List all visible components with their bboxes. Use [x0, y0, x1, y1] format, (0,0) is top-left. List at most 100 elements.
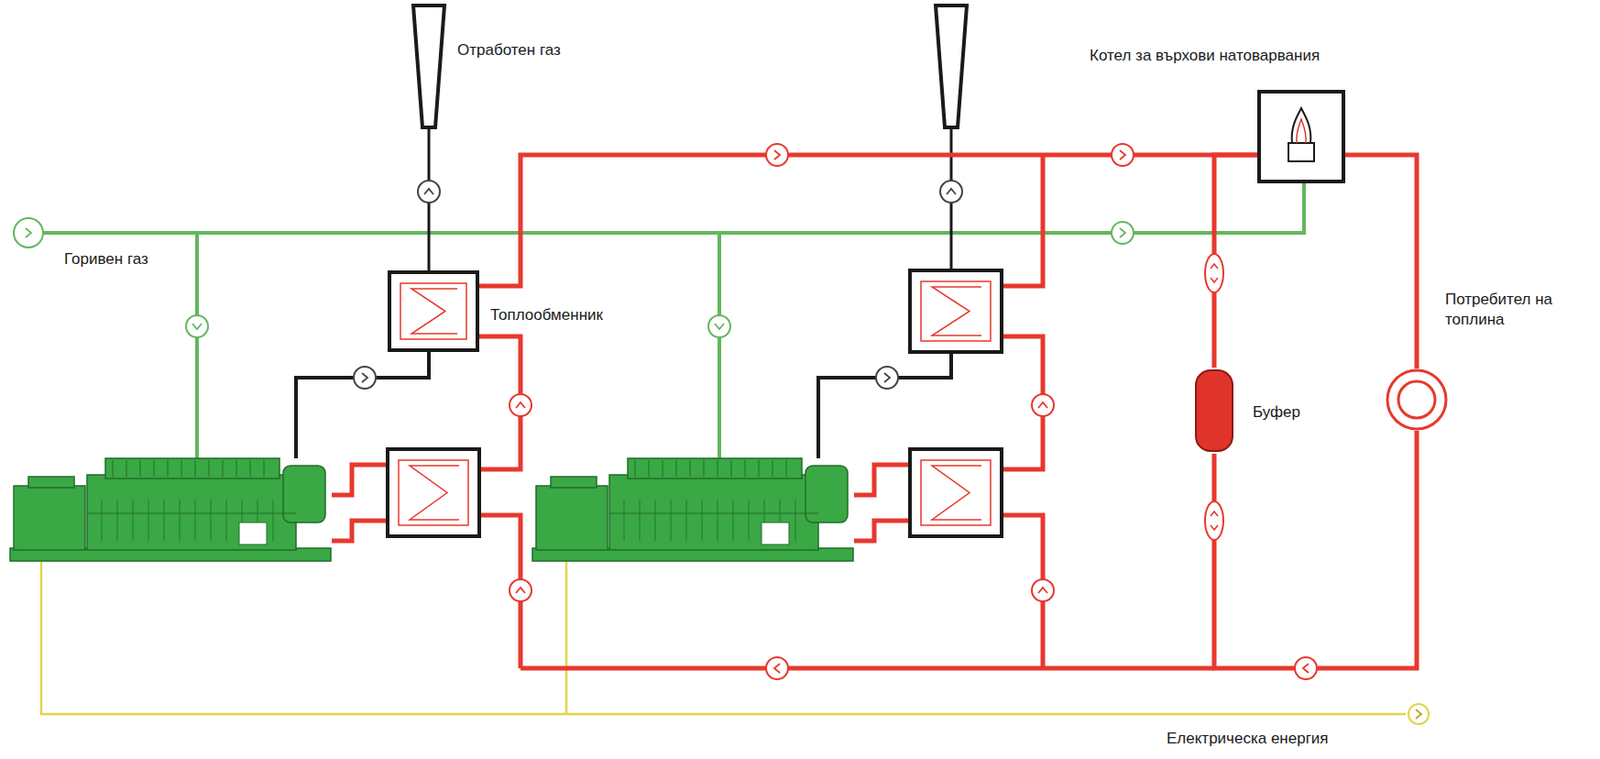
cylinder-rib	[250, 460, 252, 477]
fuel-gas-branch	[195, 232, 199, 465]
pump-chevron	[1210, 263, 1218, 269]
electric-energy-label: Електрическа енергия	[1163, 728, 1332, 749]
exchanger-coil	[920, 460, 991, 526]
generator-top	[28, 476, 75, 488]
block-rib	[717, 499, 719, 541]
block-rib	[273, 499, 274, 541]
cylinder-head	[105, 458, 280, 479]
gas-engine	[532, 458, 854, 561]
flow-chevron	[515, 402, 526, 408]
exchanger-coil	[409, 465, 460, 520]
flow-indicator	[1111, 143, 1134, 166]
generator	[536, 485, 608, 550]
cylinder-rib	[786, 460, 788, 477]
flow-chevron	[884, 372, 890, 383]
consumer-shape	[1385, 368, 1448, 431]
flow-indicator	[940, 180, 963, 203]
node-label: Потребител на топлина	[1442, 289, 1595, 330]
heating-pipe	[1345, 154, 1417, 369]
cylinder-rib	[772, 460, 774, 477]
flow-circle	[13, 218, 44, 248]
flame	[1292, 108, 1312, 143]
flame	[1296, 119, 1306, 143]
flow-circle	[708, 315, 731, 338]
generator	[13, 485, 86, 550]
flow-circle	[766, 143, 789, 166]
flow-indicator	[1031, 394, 1054, 417]
block-rib	[164, 499, 165, 541]
exhaust-line	[295, 351, 429, 459]
buffer-tank-body	[1195, 370, 1233, 451]
flow-chevron	[774, 663, 780, 673]
flow-indicator	[876, 366, 899, 389]
cylinder-rib	[181, 460, 183, 477]
exchanger-coil	[400, 283, 467, 340]
cylinder-rib	[222, 460, 224, 477]
flow-chevron	[25, 228, 32, 238]
cylinder-rib	[195, 460, 197, 477]
block-rib	[101, 499, 103, 541]
exchanger-coil	[931, 286, 982, 336]
block-line	[609, 513, 819, 515]
cylinder-head	[627, 458, 802, 479]
boiler-shape	[1257, 89, 1346, 184]
coolant-pipe	[854, 520, 910, 541]
exchanger-coil	[920, 281, 991, 341]
flow-circle	[1408, 703, 1429, 724]
fuel-gas-label: Горивен газ	[61, 249, 152, 270]
consumer-ring	[1387, 370, 1447, 429]
cylinder-rib	[140, 460, 142, 477]
cylinder-rib	[731, 460, 733, 477]
pump-body	[1205, 501, 1224, 540]
flow-chevron	[192, 323, 202, 329]
chimney	[413, 5, 445, 128]
flow-chevron	[1038, 402, 1048, 408]
flow-chevron	[424, 188, 434, 195]
pump-chevron	[1210, 277, 1218, 283]
flow-indicator	[509, 579, 532, 602]
flow-chevron	[361, 372, 368, 383]
flow-chevron	[714, 323, 724, 329]
flow-indicator	[417, 180, 440, 203]
fuel-gas-branch	[717, 232, 722, 465]
cylinder-rib	[112, 460, 114, 477]
heat-exchanger	[909, 449, 1002, 537]
flow-circle	[186, 315, 209, 338]
heat-exchanger	[387, 449, 480, 537]
block-rib	[795, 499, 797, 541]
generator-top	[550, 476, 597, 488]
turbocharger	[805, 465, 848, 523]
flow-circle	[1031, 394, 1054, 417]
pump-body	[1205, 253, 1224, 293]
flow-indicator	[186, 315, 209, 338]
exhaust-label: Отработен газ	[454, 40, 564, 61]
block-rib	[624, 499, 625, 541]
flow-circle	[1031, 579, 1054, 602]
cylinder-rib	[703, 460, 705, 477]
block-rib	[733, 499, 735, 541]
heating-pipe	[1001, 154, 1043, 286]
heat-exchanger-outline	[389, 272, 478, 351]
flow-chevron	[1038, 587, 1048, 593]
cylinder-rib	[153, 460, 155, 477]
flow-chevron	[774, 150, 780, 160]
flow-indicator	[766, 143, 789, 166]
flow-circle	[353, 366, 376, 389]
block-rib	[701, 499, 703, 541]
block-rib	[639, 499, 641, 541]
block-rib	[748, 499, 750, 541]
block-rib	[179, 499, 181, 541]
cylinder-rib	[263, 460, 265, 477]
block-rib	[670, 499, 672, 541]
coolant-pipe	[854, 464, 910, 495]
gas-engine	[10, 458, 331, 561]
block-rib	[148, 499, 150, 541]
heating-pipe	[1214, 430, 1417, 669]
flow-indicator	[1031, 579, 1054, 602]
coolant-pipe	[331, 520, 388, 541]
block-rib	[686, 499, 688, 541]
flow-indicator	[1111, 221, 1134, 244]
flow-indicator	[1294, 657, 1317, 680]
